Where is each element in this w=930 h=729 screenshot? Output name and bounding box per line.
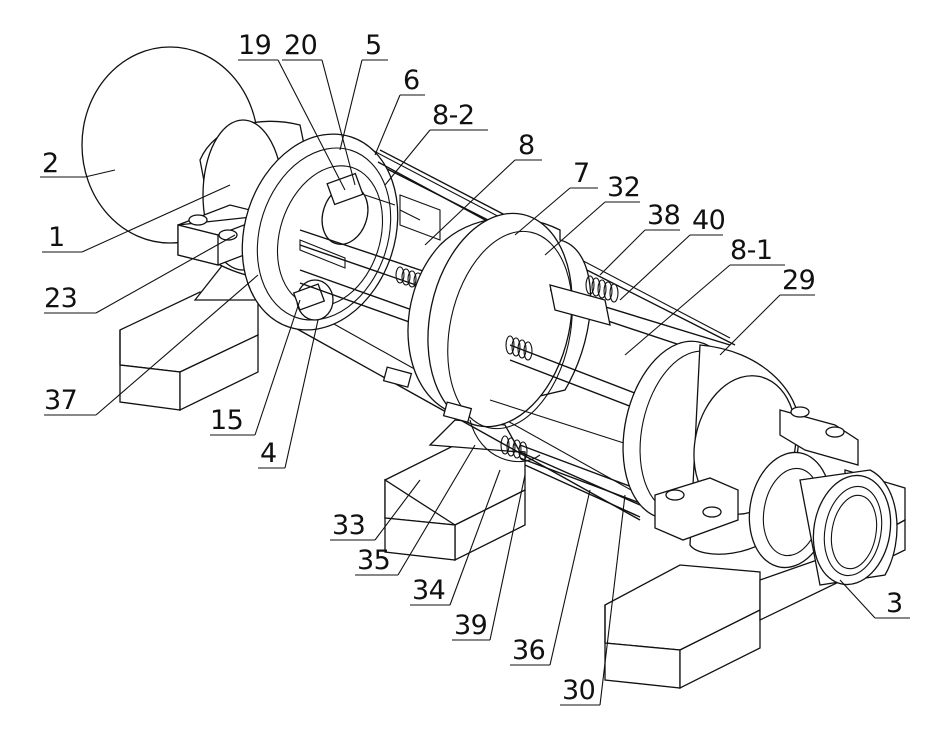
label-40: 40 [692, 205, 725, 236]
middle-ring [384, 200, 591, 440]
label-3: 3 [886, 588, 903, 619]
label-33: 33 [332, 510, 365, 541]
label-30: 30 [562, 675, 595, 706]
label-8-2: 8-2 [432, 100, 475, 131]
label-37: 37 [44, 385, 77, 416]
label-5: 5 [365, 30, 382, 61]
label-36: 36 [512, 635, 545, 666]
middle-support-block [385, 420, 525, 560]
label-2: 2 [42, 148, 59, 179]
label-1: 1 [48, 222, 65, 253]
label-32: 32 [607, 172, 640, 203]
label-4: 4 [260, 438, 277, 469]
label-38: 38 [647, 200, 680, 231]
left-support-block [120, 262, 258, 410]
label-29: 29 [782, 265, 815, 296]
label-7: 7 [573, 158, 590, 189]
label-6: 6 [403, 65, 420, 96]
label-34: 34 [412, 575, 445, 606]
label-15: 15 [210, 405, 243, 436]
label-23: 23 [44, 283, 77, 314]
label-19: 19 [238, 30, 271, 61]
label-8-1: 8-1 [730, 235, 773, 266]
label-20: 20 [284, 30, 317, 61]
label-8: 8 [518, 130, 535, 161]
label-35: 35 [357, 545, 390, 576]
label-39: 39 [454, 610, 487, 641]
